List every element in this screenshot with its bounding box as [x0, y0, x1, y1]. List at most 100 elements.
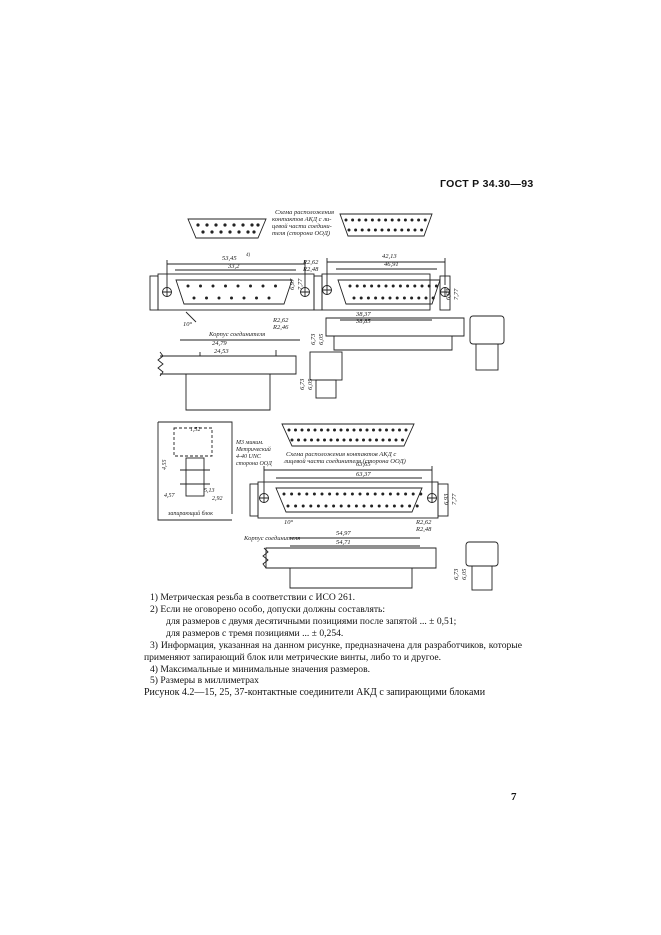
standard-header: ГОСТ Р 34.30—93	[440, 178, 534, 190]
pin	[312, 492, 316, 496]
pin	[393, 228, 397, 232]
scheme37-l2: лицевой части соединителя (сторона ООД)	[283, 458, 406, 465]
dim-605-b: 6,05	[318, 333, 325, 345]
dim-777-15: 7,77	[297, 278, 304, 290]
pin	[359, 428, 362, 432]
pin	[415, 504, 419, 508]
pin	[350, 492, 354, 496]
dim-457: 4,57	[164, 492, 176, 499]
scheme15-line2: контактов АКД с ли-	[272, 216, 331, 223]
dim-54-97: 54,97	[336, 530, 351, 537]
note-1: 1) Метрическая резьба в соответствии с И…	[150, 592, 355, 603]
pin	[398, 284, 402, 288]
pin	[377, 284, 381, 288]
pin	[381, 438, 385, 442]
pin	[339, 504, 343, 508]
pin	[205, 296, 208, 300]
dim-673-b: 6,73	[310, 333, 317, 345]
pin	[388, 296, 392, 300]
pin	[368, 438, 372, 442]
dim-38-37: 38,37	[355, 311, 371, 318]
pin	[366, 296, 370, 300]
pin	[274, 284, 277, 288]
pin	[362, 284, 366, 288]
pin	[384, 218, 388, 222]
pin	[373, 492, 377, 496]
body-view-15pin	[157, 339, 300, 411]
pin	[360, 228, 364, 232]
pin	[242, 296, 246, 300]
dim-r262-37: R2,62	[415, 519, 432, 526]
pin	[300, 428, 304, 432]
pin	[230, 296, 233, 300]
pin	[354, 504, 358, 508]
pin	[420, 284, 424, 288]
pin	[396, 492, 400, 496]
pin	[391, 428, 395, 432]
dim-455: 4,55	[161, 460, 168, 471]
pin	[398, 428, 401, 432]
pin	[352, 428, 356, 432]
dim-513: 5,13	[204, 488, 215, 494]
pin	[404, 492, 408, 496]
front-view-37pin	[249, 466, 449, 519]
pin	[423, 218, 427, 222]
pin	[290, 438, 294, 442]
dim-777-25: 7,77	[453, 288, 460, 300]
lock-l3: 4-40 UNC	[236, 453, 262, 460]
pin	[402, 296, 406, 300]
pin	[372, 428, 375, 432]
pin	[410, 218, 414, 222]
pin	[427, 284, 431, 288]
pin	[307, 428, 310, 432]
pin	[349, 438, 352, 442]
pin	[303, 438, 307, 442]
dim-r248: R2,48	[302, 266, 319, 273]
dim-r248-37: R2,48	[415, 526, 432, 533]
pin	[401, 438, 404, 442]
korpus-top: Корпус соединителя	[208, 331, 265, 338]
pin	[367, 228, 371, 232]
pin	[313, 428, 317, 432]
pin	[417, 296, 421, 300]
pin	[320, 428, 323, 432]
pin	[309, 504, 313, 508]
dim-63-37: 63,37	[356, 471, 371, 478]
pin	[404, 428, 408, 432]
pin	[335, 492, 339, 496]
pin	[342, 438, 346, 442]
body-view-25pin	[309, 315, 505, 399]
pin	[359, 296, 363, 300]
pin	[408, 504, 412, 508]
pin	[346, 428, 349, 432]
pin	[391, 284, 395, 288]
dim-10deg-37: 10°	[284, 519, 294, 526]
dim-24-79: 24,79	[212, 340, 227, 347]
pin	[347, 228, 351, 232]
pin	[384, 284, 388, 288]
pin	[328, 492, 332, 496]
pin	[332, 504, 336, 508]
pin	[294, 504, 298, 508]
dim-10deg-15: 10°	[183, 321, 193, 328]
pin	[355, 284, 359, 288]
pin	[403, 218, 407, 222]
pin	[364, 218, 368, 222]
lock-block: запирающий блок	[167, 510, 213, 517]
pin	[249, 284, 252, 288]
note-2: 2) Если не оговорено особо, допуски долж…	[150, 604, 386, 615]
dim-693-25: 6,93	[445, 288, 452, 300]
dim-33-2: 33,2	[227, 263, 240, 270]
pin	[316, 438, 320, 442]
dim-r262: R2,62	[302, 259, 319, 266]
pin	[297, 492, 301, 496]
lock-l4: сторона ООД	[236, 461, 273, 467]
pin	[410, 296, 414, 300]
pin	[365, 428, 369, 432]
dim-24-53: 24,53	[214, 348, 229, 355]
pin	[366, 492, 370, 496]
pin	[282, 492, 286, 496]
lock-l1: М3 миним.	[235, 440, 264, 446]
note-4: 4) Максимальные и минимальные значения р…	[150, 664, 371, 675]
pin	[362, 504, 366, 508]
